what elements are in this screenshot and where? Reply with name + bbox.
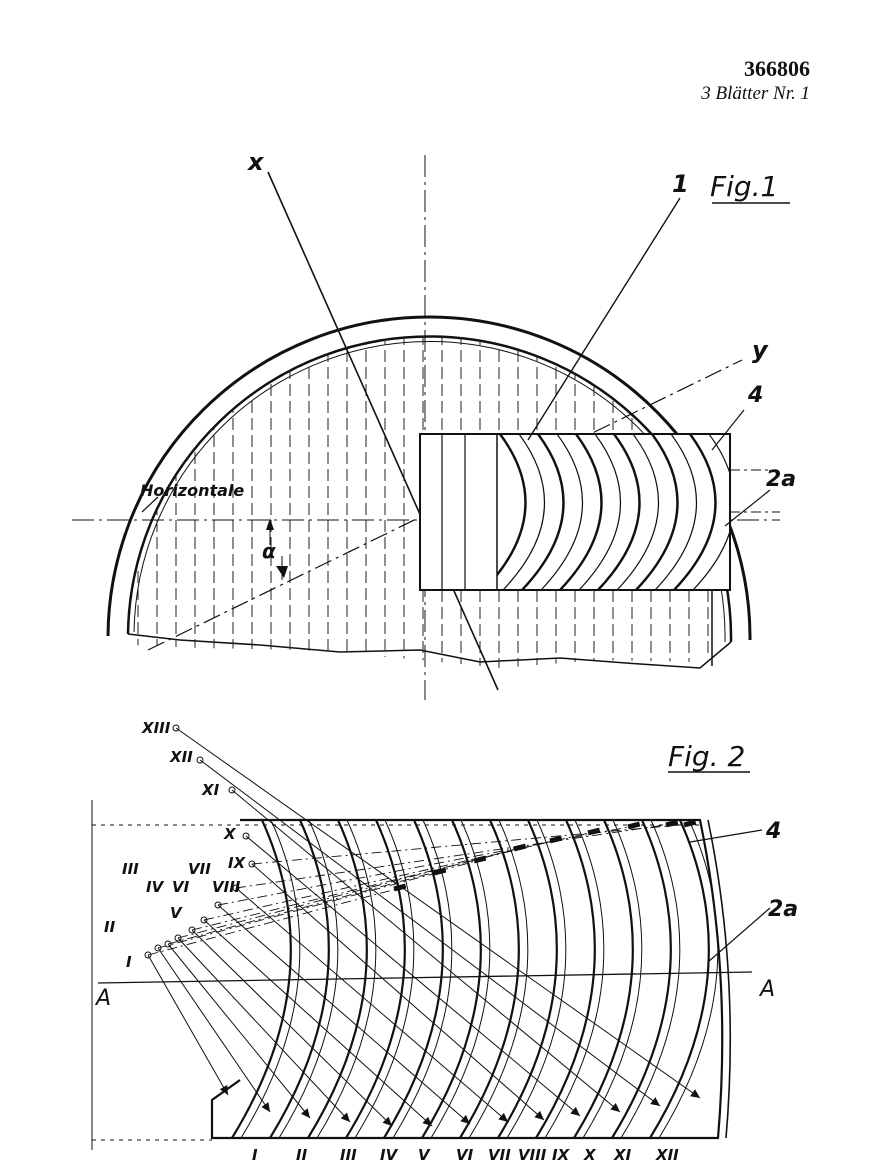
fig2-start-label-2: II [104,918,116,936]
fig2-end-label-1: I [252,1146,258,1164]
fig2-ref-2a: 2a [768,897,798,922]
figure-1: Fig.1 x y 1 4 2a Horizontale α [72,148,796,700]
fig2-start-label-10: X [223,825,237,843]
fig2-end-label-9: IX [552,1146,571,1164]
fig2-ref-4: 4 [765,819,781,844]
fig2-start-label-12: XII [169,748,193,766]
fig2-end-label-12: XII [655,1146,679,1164]
fig2-end-label-7: VII [488,1146,511,1164]
fig2-end-label-11: XI [613,1146,632,1164]
fig2-section-left: A [94,986,111,1011]
fig2-title: Fig. 2 [668,740,745,773]
fig1-axis-x-line [267,171,499,691]
fig2-end-label-8: VIII [518,1146,547,1164]
fig2-end-label-2: II [296,1146,308,1164]
fig2-start-label-3: III [122,860,139,878]
fig1-dashed-hatching [137,335,709,668]
fig2-leader-lines [144,724,701,1127]
fig2-section-right: A [758,977,775,1002]
fig2-end-label-10: X [583,1146,597,1164]
fig2-start-label-1: I [126,953,132,971]
fig1-break-line [127,633,732,669]
fig2-start-label-11: XI [201,781,220,799]
sheet-header: 366806 3 Blätter Nr. 1 [701,56,810,106]
fig1-blade-arcs [497,434,729,590]
fig1-axis-y-line [147,359,743,651]
fig1-title: Fig.1 [710,170,778,203]
patent-number: 366806 [744,56,810,81]
fig2-end-label-4: IV [380,1146,399,1164]
fig2-end-label-5: V [418,1146,431,1164]
fig1-insert-frame [419,433,731,591]
fig2-start-label-4: IV [146,878,165,896]
fig1-horizontal-label: Horizontale [140,481,244,500]
fig2-blade-arcs [231,820,719,1138]
fig2-panel-outline [210,818,724,1140]
figure-2: Fig. 2 A A 4 2a I II III IV V VI VII VII… [91,719,798,1164]
sheet-info: 3 Blätter Nr. 1 [701,83,810,104]
fig2-start-label-7: VII [188,860,211,878]
fig2-start-label-9: IX [228,854,247,872]
fig1-ref-4: 4 [747,383,763,408]
fig2-end-label-6: VI [456,1146,474,1164]
fig1-ref-1: 1 [672,170,689,198]
fig2-section-line [97,971,753,984]
fig1-angle-label: α [262,539,276,563]
fig2-end-label-3: III [340,1146,357,1164]
fig2-start-label-8: VIII [212,878,241,896]
fig1-ref-2a: 2a [766,467,796,492]
fig1-axis-y-label: y [752,336,769,364]
fig2-start-label-13: XIII [141,719,171,737]
fig2-start-label-6: VI [172,878,190,896]
fig1-axis-x-label: x [247,148,265,176]
fig2-start-label-5: V [170,904,183,922]
